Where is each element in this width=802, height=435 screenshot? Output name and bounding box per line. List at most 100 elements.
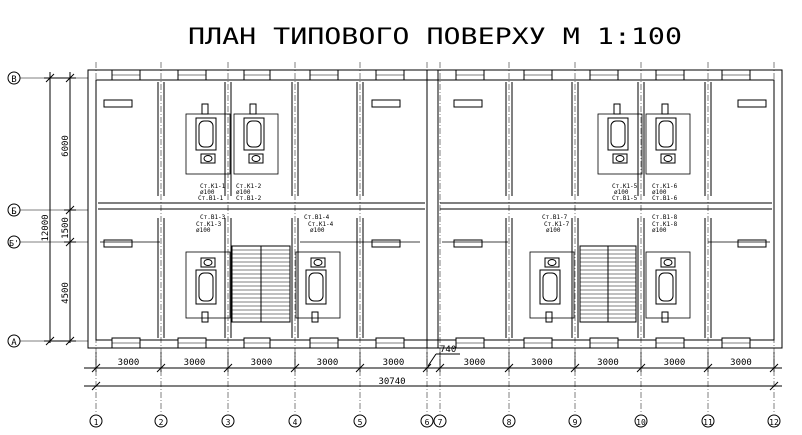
row-axis-a: В xyxy=(7,71,21,85)
dim-740: 740 xyxy=(440,345,456,355)
span-dimension: 3000 xyxy=(383,358,405,368)
sanitary-fixtures xyxy=(103,99,767,323)
dim-4500: 4500 xyxy=(61,282,71,304)
column-axis-marker: 5 xyxy=(353,414,367,428)
riser-label: Ст.В1-3 xyxy=(200,214,226,221)
toilet xyxy=(311,311,319,323)
riser-label: Ст.В1-7 xyxy=(542,214,568,221)
horizontal-dimensions: 740 30740 3000 3000 3000 3000 3000 3000 3000 30… xyxy=(84,345,782,391)
plan-title: ПЛАН ТИПОВОГО ПОВЕРХУ М 1:100 xyxy=(188,25,682,50)
span-dimension: 3000 xyxy=(464,358,486,368)
span-dimension: 3000 xyxy=(531,358,553,368)
sink xyxy=(200,257,216,268)
column-axis-label: 9 xyxy=(573,418,578,427)
column-axis-marker: 1 xyxy=(89,414,103,428)
toilet xyxy=(661,103,669,115)
riser-label: Ст.В1-4 xyxy=(304,214,330,221)
bathtub xyxy=(655,117,677,151)
riser-label: ø100 xyxy=(652,227,667,234)
row-axis-label: А xyxy=(11,338,17,348)
column-axis-marker: 6 xyxy=(420,414,434,428)
riser-label: ø100 xyxy=(546,227,561,234)
span-dimension: 3000 xyxy=(317,358,339,368)
row-axis-c: А xyxy=(7,334,21,348)
column-axis-marker: 2 xyxy=(154,414,168,428)
span-dimension: 3000 xyxy=(184,358,206,368)
riser-label: ø100 xyxy=(196,227,211,234)
riser-label: Ст.В1-1 xyxy=(198,195,224,202)
column-axis-label: 7 xyxy=(438,418,443,427)
column-axis-label: 10 xyxy=(636,418,646,427)
column-axis-marker: 12 xyxy=(767,414,781,428)
riser-label: Ст.В1-2 xyxy=(236,195,262,202)
windows xyxy=(111,69,751,349)
riser-label: Ст.К1-8 xyxy=(652,221,678,228)
riser-label: Ст.К1-6 xyxy=(652,183,678,190)
bathtub xyxy=(243,117,265,151)
column-axis-label: 1 xyxy=(94,418,99,427)
bathtub xyxy=(607,117,629,151)
row-axis-label: Б xyxy=(11,207,16,217)
sink xyxy=(660,153,676,164)
riser-label: ø100 xyxy=(200,189,215,196)
toilet xyxy=(201,311,209,323)
riser-label: ø100 xyxy=(310,227,325,234)
column-axis-marker: 3 xyxy=(221,414,235,428)
bathtub xyxy=(305,269,327,305)
riser-label: Ст.К1-7 xyxy=(544,221,570,228)
dim-6000: 6000 xyxy=(61,135,71,157)
row-axis-label: Б' xyxy=(9,239,19,248)
stairwells xyxy=(231,245,637,323)
column-axis-marker: 9 xyxy=(568,414,582,428)
dim-12000: 12000 xyxy=(41,214,51,241)
span-dimension: 3000 xyxy=(664,358,686,368)
span-dimension: 3000 xyxy=(118,358,140,368)
column-axis-marker: 8 xyxy=(502,414,516,428)
column-axis-marker: 7 xyxy=(433,414,447,428)
span-dimension: 3000 xyxy=(597,358,619,368)
sink xyxy=(248,153,264,164)
riser-label: Ст.К1-5 xyxy=(612,183,638,190)
toilet xyxy=(545,311,553,323)
span-dimension: 3000 xyxy=(730,358,752,368)
bathtub xyxy=(539,269,561,305)
row-axis-b: Б xyxy=(7,203,21,217)
toilet xyxy=(661,311,669,323)
bathtub xyxy=(195,117,217,151)
dim-1500: 1500 xyxy=(61,217,71,239)
dim-30740: 30740 xyxy=(378,377,405,387)
toilet xyxy=(249,103,257,115)
column-axis-label: 11 xyxy=(703,418,713,427)
row-axis-b-prime: Б' xyxy=(7,235,21,249)
row-axis-label: В xyxy=(11,75,16,85)
riser-label: Ст.В1-8 xyxy=(652,214,678,221)
column-axis-label: 5 xyxy=(358,418,363,427)
column-axis-label: 12 xyxy=(769,418,779,427)
toilet xyxy=(613,103,621,115)
column-axis-label: 8 xyxy=(507,418,512,427)
riser-label: Ст.К1-2 xyxy=(236,183,262,190)
riser-label: Ст.К1-4 xyxy=(308,221,334,228)
column-axis-marker: 10 xyxy=(634,414,648,428)
riser-label: ø100 xyxy=(652,189,667,196)
riser-label: Ст.В1-6 xyxy=(652,195,678,202)
bathtub xyxy=(655,269,677,305)
column-axis-label: 3 xyxy=(226,418,231,427)
column-axis-marker: 11 xyxy=(701,414,715,428)
span-dimension: 3000 xyxy=(251,358,273,368)
column-axis-label: 6 xyxy=(425,418,430,427)
column-axis-label: 2 xyxy=(159,418,164,427)
sink xyxy=(660,257,676,268)
bathtub xyxy=(195,269,217,305)
column-axis-marker: 4 xyxy=(288,414,302,428)
vertical-dimensions: 6000 1500 4500 12000 xyxy=(41,72,76,346)
sink xyxy=(200,153,216,164)
riser-label: Ст.К1-3 xyxy=(196,221,222,228)
riser-label: ø100 xyxy=(614,189,629,196)
sink xyxy=(612,153,628,164)
riser-label: ø100 xyxy=(236,189,251,196)
sink xyxy=(544,257,560,268)
column-axis-label: 4 xyxy=(293,418,298,427)
